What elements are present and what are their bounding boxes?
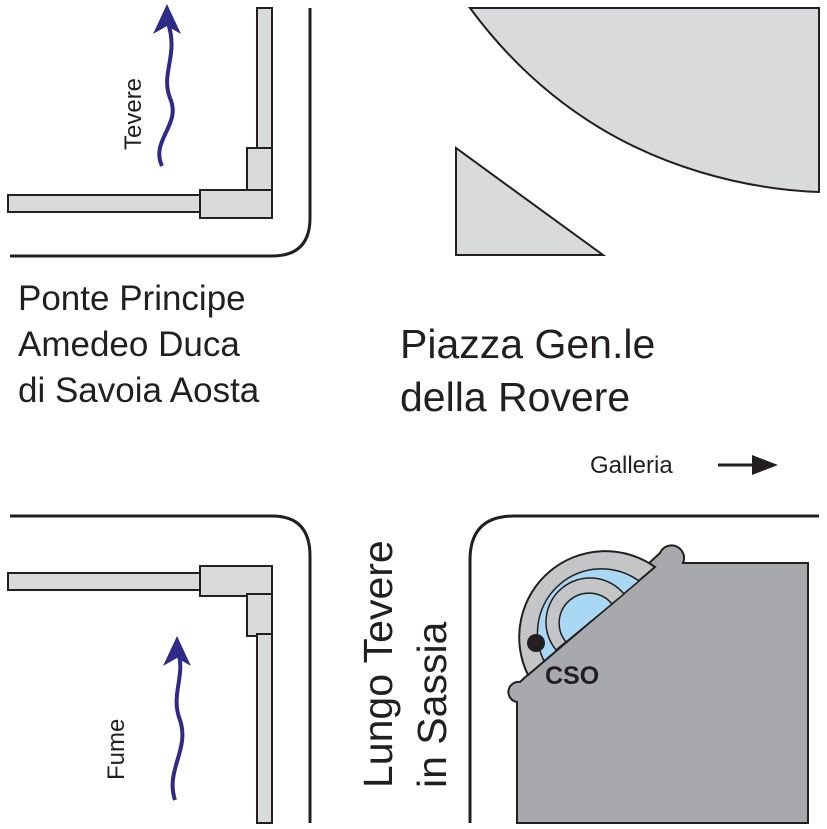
river-label-bottom: Fume	[103, 719, 130, 780]
building-block	[507, 544, 809, 824]
bridge-label-line2: Amedeo Duca	[18, 325, 240, 364]
lungotevere-label-line1: Lungo Tevere	[355, 540, 401, 788]
bridge-label-line3: di Savoia Aosta	[18, 371, 260, 410]
pipe-top-left	[7, 7, 273, 219]
bridge-label-line1: Ponte Principe	[18, 279, 246, 318]
piazza-label-line2: della Rovere	[400, 374, 630, 420]
curb-bottom-left	[10, 514, 312, 823]
pipe-bottom-left	[7, 565, 273, 824]
river-arrow-top	[153, 4, 181, 167]
traffic-island	[455, 146, 607, 256]
river-label-top: Tevere	[120, 78, 147, 150]
lungotevere-label-line2: in Sassia	[409, 621, 455, 788]
river-arrow-bottom	[163, 636, 191, 801]
cso-label: CSO	[545, 662, 599, 690]
galleria-label: Galleria	[590, 452, 673, 479]
piazza-label-line1: Piazza Gen.le	[400, 321, 655, 367]
dot-icon	[527, 634, 545, 652]
curb-bottom-right	[468, 514, 819, 823]
right-arrow-icon	[718, 455, 778, 475]
cso-structure	[518, 550, 657, 677]
plaza-shape	[468, 7, 820, 194]
curb-top-left	[10, 8, 312, 258]
